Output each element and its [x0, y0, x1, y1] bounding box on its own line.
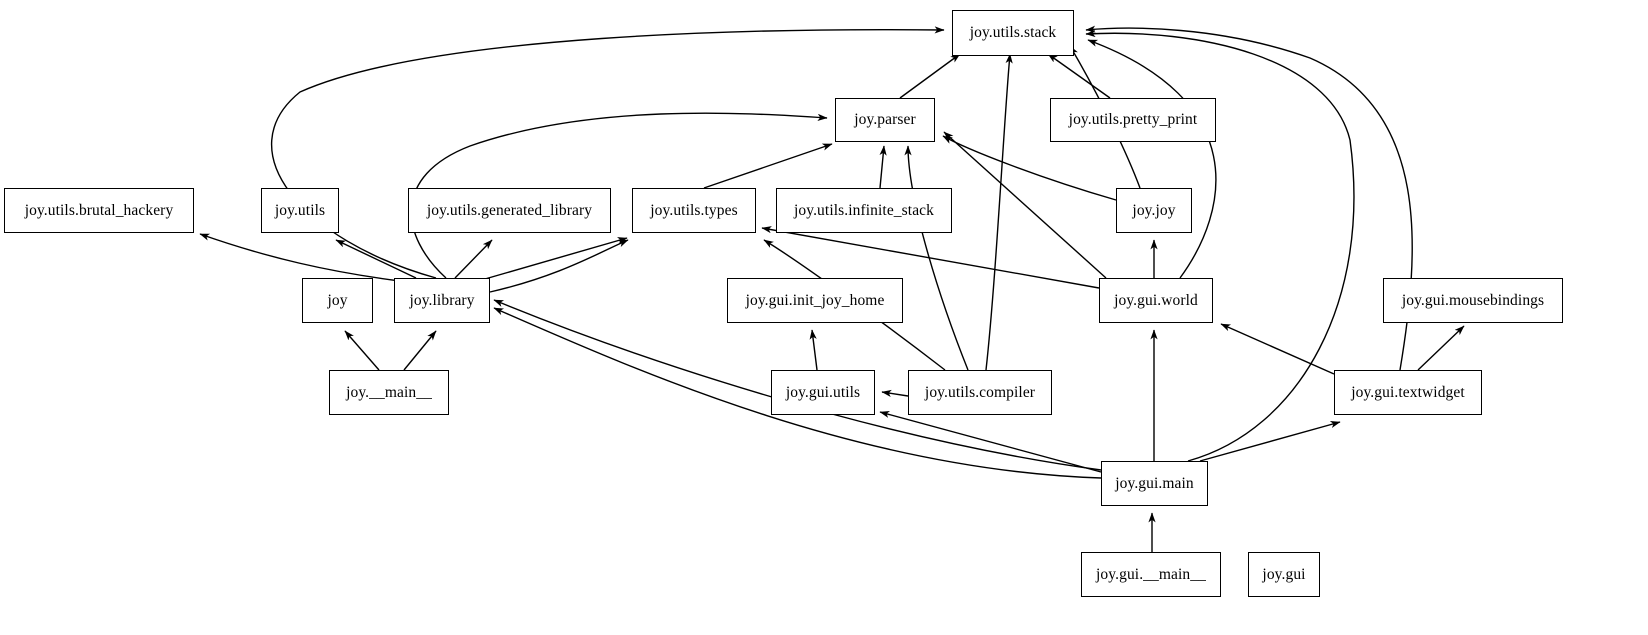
node-label: joy.gui.main — [1115, 474, 1194, 492]
node-joy-library[interactable]: joy.library — [394, 278, 490, 323]
node-label: joy.gui.textwidget — [1351, 383, 1465, 401]
node-label: joy.parser — [854, 111, 916, 129]
node-label: joy.gui.mousebindings — [1401, 291, 1545, 309]
node-joy-utils-brutal-hackery[interactable]: joy.utils.brutal_hackery — [4, 188, 194, 233]
node-label: joy.gui.__main__ — [1096, 565, 1206, 583]
node-joy-utils-stack[interactable]: joy.utils.stack — [952, 10, 1074, 56]
node-label: joy.utils.types — [650, 201, 738, 219]
node-joy-utils-pretty-print[interactable]: joy.utils.pretty_print — [1050, 98, 1216, 142]
node-label: joy.utils.compiler — [924, 383, 1036, 401]
node-joy[interactable]: joy — [302, 278, 373, 323]
node-joy-gui-world[interactable]: joy.gui.world — [1099, 278, 1213, 323]
node-label: joy.gui.world — [1114, 291, 1198, 309]
node-label: joy.gui.utils — [785, 383, 861, 401]
node-joy-joy[interactable]: joy.joy — [1116, 188, 1192, 233]
node-label: joy.utils.stack — [969, 24, 1057, 42]
node-label: joy.utils.generated_library — [426, 201, 593, 219]
node-label: joy.utils — [274, 201, 326, 219]
node-label: joy — [327, 291, 348, 309]
node-joy-gui[interactable]: joy.gui — [1248, 552, 1320, 597]
node-joy-gui-mousebindings[interactable]: joy.gui.mousebindings — [1383, 278, 1563, 323]
node-label: joy.utils.infinite_stack — [793, 201, 934, 219]
node-joy-gui-init-joy-home[interactable]: joy.gui.init_joy_home — [727, 278, 903, 323]
node-label: joy.gui.init_joy_home — [745, 291, 885, 309]
node-joy-gui-textwidget[interactable]: joy.gui.textwidget — [1334, 370, 1482, 415]
node-joy-main[interactable]: joy.__main__ — [329, 370, 449, 415]
node-joy-gui-main[interactable]: joy.gui.__main__ — [1081, 552, 1221, 597]
node-joy-utils-generated-library[interactable]: joy.utils.generated_library — [408, 188, 611, 233]
node-joy-gui-main[interactable]: joy.gui.main — [1101, 461, 1208, 506]
node-label: joy.joy — [1132, 201, 1176, 219]
node-label: joy.gui — [1262, 565, 1306, 583]
node-joy-utils[interactable]: joy.utils — [261, 188, 339, 233]
node-label: joy.library — [409, 291, 475, 309]
node-label: joy.utils.pretty_print — [1068, 111, 1198, 129]
node-joy-gui-utils[interactable]: joy.gui.utils — [771, 370, 875, 415]
node-joy-utils-types[interactable]: joy.utils.types — [632, 188, 756, 233]
node-joy-parser[interactable]: joy.parser — [835, 98, 935, 142]
node-joy-utils-infinite-stack[interactable]: joy.utils.infinite_stack — [776, 188, 952, 233]
node-label: joy.__main__ — [346, 383, 432, 401]
node-label: joy.utils.brutal_hackery — [24, 201, 174, 219]
node-joy-utils-compiler[interactable]: joy.utils.compiler — [908, 370, 1052, 415]
